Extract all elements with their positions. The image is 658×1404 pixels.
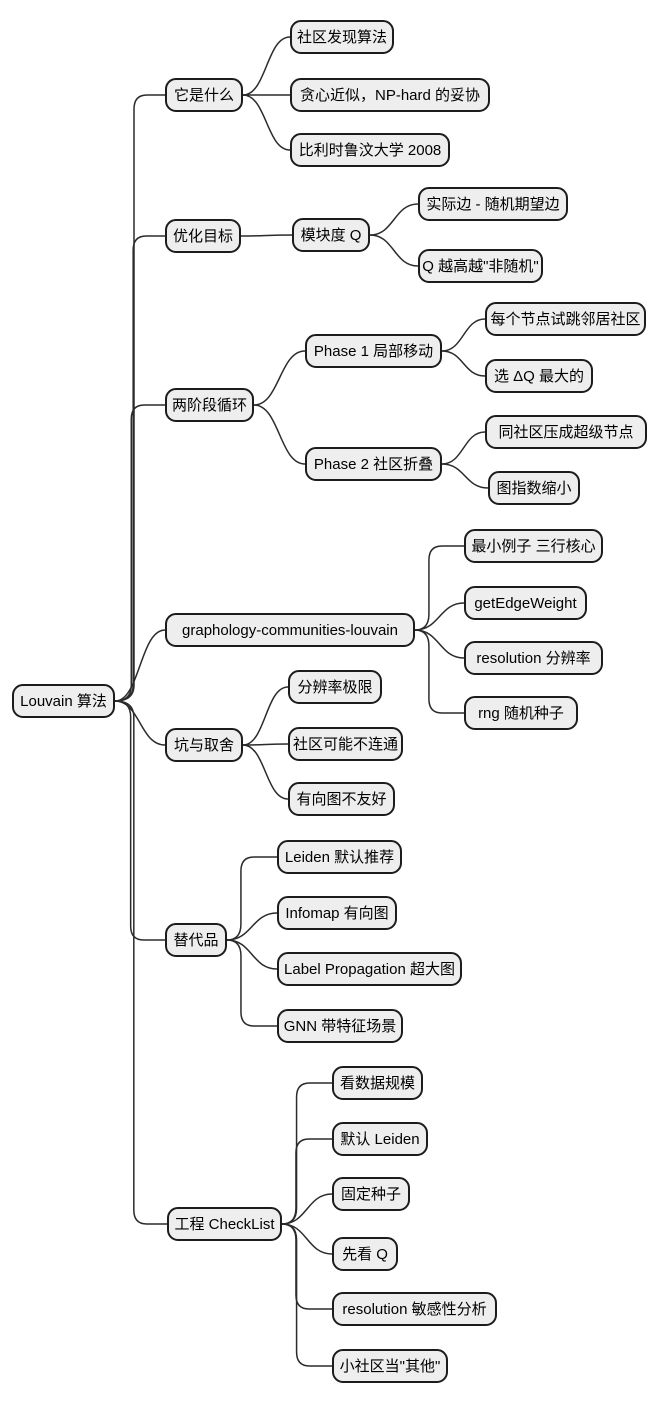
edge-b2c0-b2c0c0 [441, 318, 486, 352]
mindmap-node: Infomap 有向图 [277, 896, 397, 930]
mindmap-root-node: Louvain 算法 [12, 684, 115, 718]
mindmap-node: Leiden 默认推荐 [277, 840, 402, 874]
edge-b1c0-b1c0c0 [369, 203, 419, 236]
mindmap-node: 看数据规模 [332, 1066, 423, 1100]
mindmap-node: resolution 敏感性分析 [332, 1292, 497, 1326]
edge-b2-b2c0 [253, 350, 306, 406]
edge-b1-b1c0 [240, 234, 293, 237]
edge-b6-b6c3 [281, 1223, 333, 1255]
mindmap-node: 贪心近似，NP-hard 的妥协 [290, 78, 490, 112]
mindmap-node: 模块度 Q [292, 218, 370, 252]
mindmap-node: Phase 1 局部移动 [305, 334, 442, 368]
edge-b6-b6c2 [281, 1193, 333, 1225]
edge-b6-b6c1 [281, 1138, 333, 1225]
mindmap-node: 默认 Leiden [332, 1122, 428, 1156]
mindmap-node: Q 越高越"非随机" [418, 249, 543, 283]
mindmap-node: 最小例子 三行核心 [464, 529, 603, 563]
edge-b4-b4c2 [242, 744, 289, 800]
edge-b3-b3c0 [414, 545, 465, 631]
mindmap-node: GNN 带特征场景 [277, 1009, 403, 1043]
mindmap-node: 替代品 [165, 923, 227, 957]
mindmap-node: 有向图不友好 [288, 782, 395, 816]
edge-b2c1-b2c1c1 [441, 463, 489, 489]
edge-b6-b6c0 [281, 1082, 333, 1225]
edge-b6-b6c5 [281, 1223, 333, 1367]
mindmap-node: 每个节点试跳邻居社区 [485, 302, 646, 336]
mindmap-node: 工程 CheckList [167, 1207, 282, 1241]
mindmap-node: 小社区当"其他" [332, 1349, 448, 1383]
edge-root-b6 [114, 700, 168, 1225]
mindmap-node: getEdgeWeight [464, 586, 587, 620]
mindmap-node: resolution 分辨率 [464, 641, 603, 675]
edge-b1c0-b1c0c1 [369, 234, 419, 267]
edge-b0-b0c0 [242, 36, 291, 96]
mindmap-node: rng 随机种子 [464, 696, 578, 730]
edge-b4-b4c1 [242, 743, 289, 746]
edge-b5-b5c2 [226, 939, 278, 970]
edge-root-b5 [114, 700, 166, 941]
mindmap-node: graphology-communities-louvain [165, 613, 415, 647]
mindmap-node: 社区发现算法 [290, 20, 394, 54]
mindmap-node: 分辨率极限 [288, 670, 382, 704]
mindmap-node: Label Propagation 超大图 [277, 952, 462, 986]
edge-b3-b3c3 [414, 629, 465, 714]
mindmap-node: 社区可能不连通 [288, 727, 403, 761]
mindmap-node: 坑与取舍 [165, 728, 243, 762]
mindmap-node: 同社区压成超级节点 [485, 415, 647, 449]
edge-b2c0-b2c0c1 [441, 350, 486, 377]
edge-b6-b6c4 [281, 1223, 333, 1310]
edge-root-b0 [114, 94, 166, 702]
edge-b3-b3c1 [414, 602, 465, 631]
edge-b5-b5c0 [226, 856, 278, 941]
edge-b3-b3c2 [414, 629, 465, 659]
mindmap-node: 图指数缩小 [488, 471, 580, 505]
mindmap-node: 实际边 - 随机期望边 [418, 187, 568, 221]
edge-root-b4 [114, 700, 166, 746]
mindmap-node: 选 ΔQ 最大的 [485, 359, 593, 393]
edge-b2c1-b2c1c0 [441, 431, 486, 465]
edge-b4-b4c0 [242, 686, 289, 746]
mindmap-node: 两阶段循环 [165, 388, 254, 422]
mindmap-node: 它是什么 [165, 78, 243, 112]
edge-root-b3 [114, 629, 166, 702]
edge-root-b1 [114, 235, 166, 702]
mindmap-node: 固定种子 [332, 1177, 410, 1211]
edge-root-b2 [114, 404, 166, 702]
mindmap-node: 比利时鲁汶大学 2008 [290, 133, 450, 167]
edge-b5-b5c1 [226, 912, 278, 941]
mindmap-node: Phase 2 社区折叠 [305, 447, 442, 481]
edge-b5-b5c3 [226, 939, 278, 1027]
mindmap-node: 优化目标 [165, 219, 241, 253]
mindmap-node: 先看 Q [332, 1237, 398, 1271]
edge-b0-b0c2 [242, 94, 291, 151]
edge-b2-b2c1 [253, 404, 306, 465]
